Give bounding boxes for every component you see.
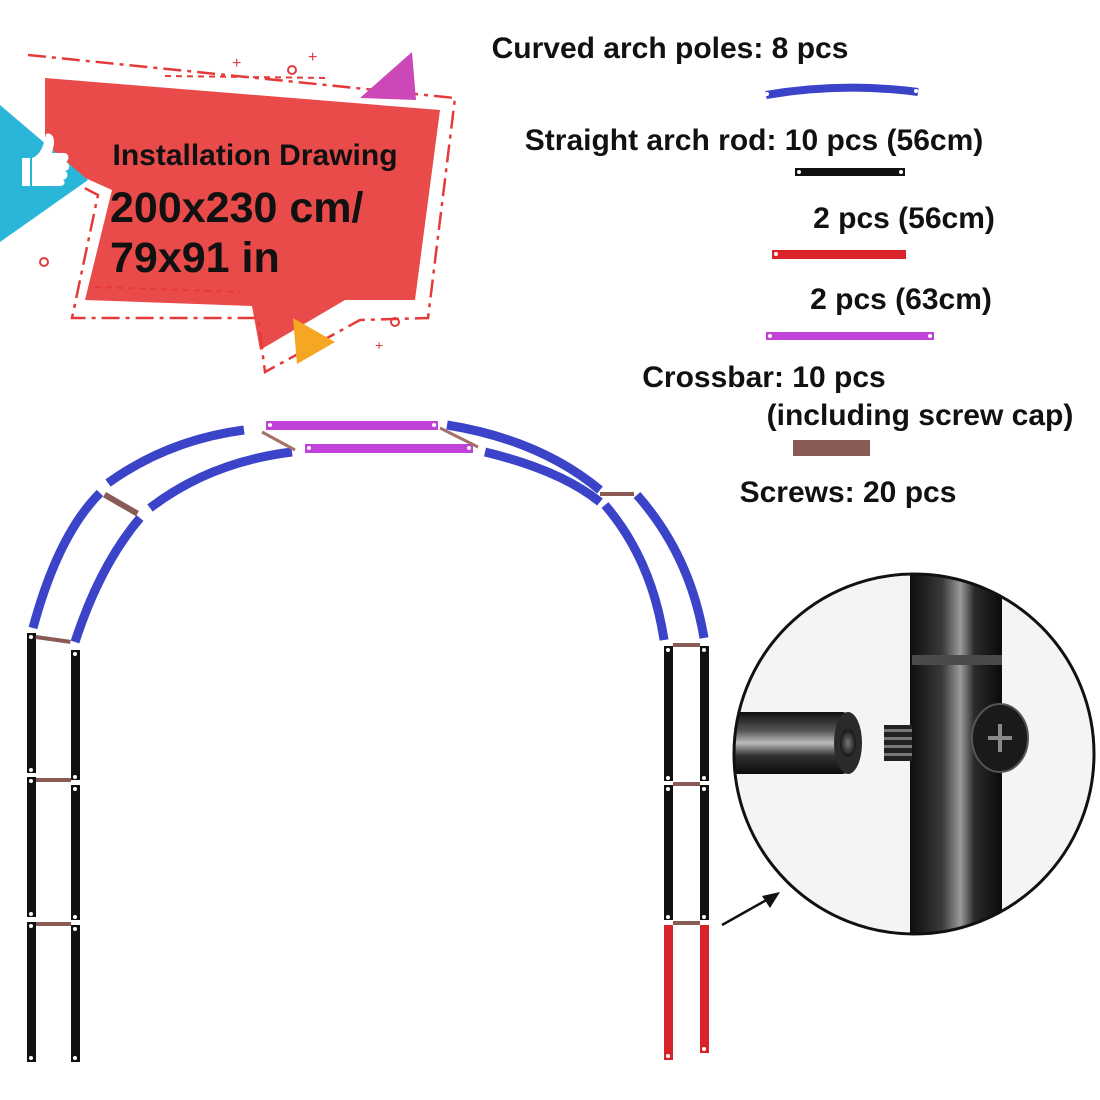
inner-curved-pole-4 bbox=[601, 502, 669, 641]
triangle-magenta bbox=[360, 52, 416, 100]
crossbar-4 bbox=[102, 492, 139, 517]
legend-screws: Screws: 20 pcs bbox=[740, 476, 957, 509]
crossbar-2 bbox=[36, 778, 71, 782]
svg-text:+: + bbox=[232, 55, 241, 72]
outer-curved-pole-1 bbox=[28, 489, 104, 630]
legend-crossbar-sample bbox=[793, 440, 870, 456]
legend-straight-rod-sample bbox=[795, 168, 905, 176]
banner: + + + Installation Drawing 200x230 cm/ 7… bbox=[0, 49, 457, 374]
legend-straight-rod: Straight arch rod: 10 pcs (56cm) bbox=[525, 124, 983, 157]
right-outer-rod-2 bbox=[700, 785, 709, 920]
svg-text:+: + bbox=[308, 49, 317, 66]
crossbar-3 bbox=[36, 922, 71, 926]
connection-detail bbox=[732, 572, 1096, 936]
parts-legend: Curved arch poles: 8 pcs Straight arch r… bbox=[492, 32, 1074, 509]
crossbar-5 bbox=[600, 492, 634, 496]
svg-text:+: + bbox=[375, 337, 383, 353]
left-inner-rod-2 bbox=[71, 785, 80, 920]
legend-purple-rod-sample bbox=[766, 332, 934, 340]
legend-curved-pole-sample bbox=[765, 83, 919, 99]
right-inner-rod-1 bbox=[664, 646, 673, 781]
legend-crossbar-note: (including screw cap) bbox=[767, 399, 1074, 432]
crossbar-8 bbox=[673, 921, 700, 925]
crossbar-1 bbox=[35, 635, 71, 644]
left-outer-rod-2 bbox=[27, 777, 36, 917]
arch-assembly bbox=[27, 420, 709, 1062]
triangle-orange bbox=[293, 318, 335, 364]
outer-curved-pole-2 bbox=[105, 425, 245, 487]
pointer-arrow-icon bbox=[721, 892, 780, 927]
crossbar-6 bbox=[673, 643, 700, 647]
inner-curved-pole-3 bbox=[483, 447, 603, 506]
left-inner-rod-1 bbox=[71, 650, 80, 780]
right-outer-rod-1 bbox=[700, 646, 709, 781]
top-purple-rod-inner bbox=[305, 444, 473, 453]
outer-curved-pole-4 bbox=[633, 492, 709, 639]
left-outer-rod-3 bbox=[27, 922, 36, 1062]
detail-horizontal-tube bbox=[734, 712, 850, 774]
right-inner-red-rod bbox=[664, 925, 673, 1060]
banner-size-cm: 200x230 cm/ bbox=[110, 184, 363, 232]
banner-size-in: 79x91 in bbox=[110, 234, 280, 282]
legend-purple-rods: 2 pcs (63cm) bbox=[810, 283, 992, 316]
banner-outline bbox=[27, 53, 457, 374]
banner-shape bbox=[45, 78, 440, 350]
left-outer-rod-1 bbox=[27, 633, 36, 773]
legend-curved-poles: Curved arch poles: 8 pcs bbox=[492, 32, 849, 65]
inner-curved-pole-2 bbox=[147, 447, 293, 512]
legend-red-rod-sample bbox=[772, 250, 906, 259]
crossbar-7 bbox=[673, 782, 700, 786]
top-purple-rod-outer bbox=[266, 421, 438, 430]
screw-holes bbox=[29, 423, 706, 1060]
legend-crossbar: Crossbar: 10 pcs bbox=[642, 361, 885, 394]
legend-red-rods: 2 pcs (56cm) bbox=[813, 202, 995, 235]
right-inner-rod-2 bbox=[664, 785, 673, 920]
banner-title: Installation Drawing bbox=[112, 139, 397, 172]
left-inner-rod-3 bbox=[71, 925, 80, 1062]
detail-screw-thread bbox=[884, 725, 912, 761]
outer-curved-pole-3 bbox=[446, 420, 603, 494]
thumbs-up-icon bbox=[0, 105, 88, 242]
inner-curved-pole-1 bbox=[70, 515, 144, 644]
right-outer-red-rod bbox=[700, 925, 709, 1053]
